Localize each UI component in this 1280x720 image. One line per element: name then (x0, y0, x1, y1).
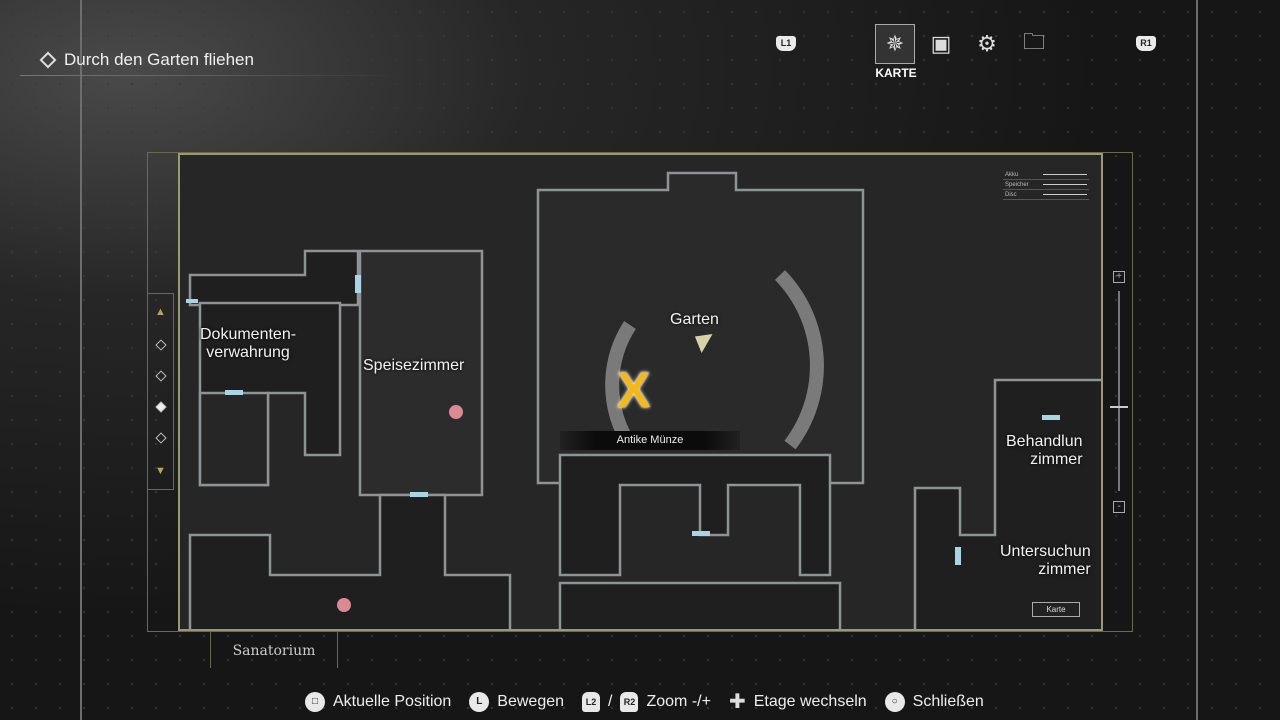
floor-option-current[interactable] (154, 401, 167, 413)
objective-text: Durch den Garten fliehen (64, 50, 254, 69)
active-tab-label: KARTE (875, 66, 917, 80)
tab-settings[interactable]: ⚙ (967, 24, 1007, 64)
divider (20, 75, 400, 76)
floor-down-icon[interactable]: ▼ (155, 465, 166, 478)
legend-row: Speicher (1003, 180, 1089, 190)
circle-button-icon: ○ (884, 691, 905, 712)
zoom-in-icon[interactable]: + (1113, 271, 1125, 283)
gears-icon: ⚙ (977, 31, 997, 56)
tab-files[interactable]: 🗀 (1014, 24, 1054, 64)
frame-line (1196, 0, 1198, 720)
map-button[interactable]: Karte (1032, 602, 1080, 617)
item-label: Antike Münze (560, 431, 740, 450)
dpad-icon: ✚ (728, 691, 746, 713)
tab-map[interactable]: ✵ (875, 24, 915, 64)
lower-left-room (188, 493, 512, 629)
compass-icon: ✵ (885, 31, 905, 56)
room-small (198, 391, 270, 487)
room-label-behandlungszimmer: Behandlun zimmer (1006, 433, 1083, 468)
lower-center-room (558, 581, 842, 629)
room-speisezimmer (358, 249, 484, 497)
zoom-handle[interactable] (1110, 406, 1128, 408)
room-label-untersuchungszimmer: Untersuchun zimmer (1000, 543, 1091, 578)
floor-selector[interactable]: ▲ ▼ (147, 293, 174, 490)
frame-line (80, 0, 82, 720)
doors (186, 275, 1060, 565)
menu-tabs: L1 ✵ ▣ ⚙ 🗀 R1 KARTE (0, 24, 1280, 84)
legend-row: Disc (1003, 190, 1089, 200)
l1-button[interactable]: L1 (776, 36, 796, 51)
item-flowers (337, 405, 463, 612)
area-name: Sanatorium (210, 632, 338, 668)
floor-up-icon[interactable]: ▲ (155, 305, 166, 318)
zoom-track[interactable] (1118, 291, 1120, 491)
floor-option[interactable] (154, 432, 167, 444)
r1-button[interactable]: R1 (1136, 36, 1156, 51)
room-label-speisezimmer: Speisezimmer (363, 357, 465, 374)
map-view[interactable] (178, 153, 1103, 631)
tab-inventory[interactable]: ▣ (921, 24, 961, 64)
folder-icon: 🗀 (1022, 29, 1045, 54)
floor-option[interactable] (154, 370, 167, 382)
r2-button-icon: R2 (620, 691, 639, 712)
square-button-icon: □ (305, 691, 325, 712)
legend-row: Akku (1003, 170, 1089, 180)
room-label-dokumentenverwahrung: Dokumenten- verwahrung (200, 326, 297, 361)
status-legend: Akku Speicher Disc (1003, 170, 1089, 200)
floor-option[interactable] (154, 339, 167, 351)
objective: Durch den Garten fliehen (39, 50, 254, 70)
room-behandlung (913, 378, 1101, 629)
room-label-garten: Garten (670, 311, 719, 328)
zoom-out-icon[interactable]: - (1113, 501, 1125, 513)
hallway-wall (188, 249, 360, 307)
zoom-slider[interactable]: + - (1105, 235, 1133, 555)
courtyard-wall (558, 453, 832, 577)
l2-button-icon: L2 (582, 691, 601, 712)
left-stick-icon: L (469, 691, 490, 712)
backpack-icon: ▣ (930, 31, 952, 56)
right-staircase (774, 270, 824, 450)
item-marker-icon[interactable]: X (617, 362, 651, 418)
